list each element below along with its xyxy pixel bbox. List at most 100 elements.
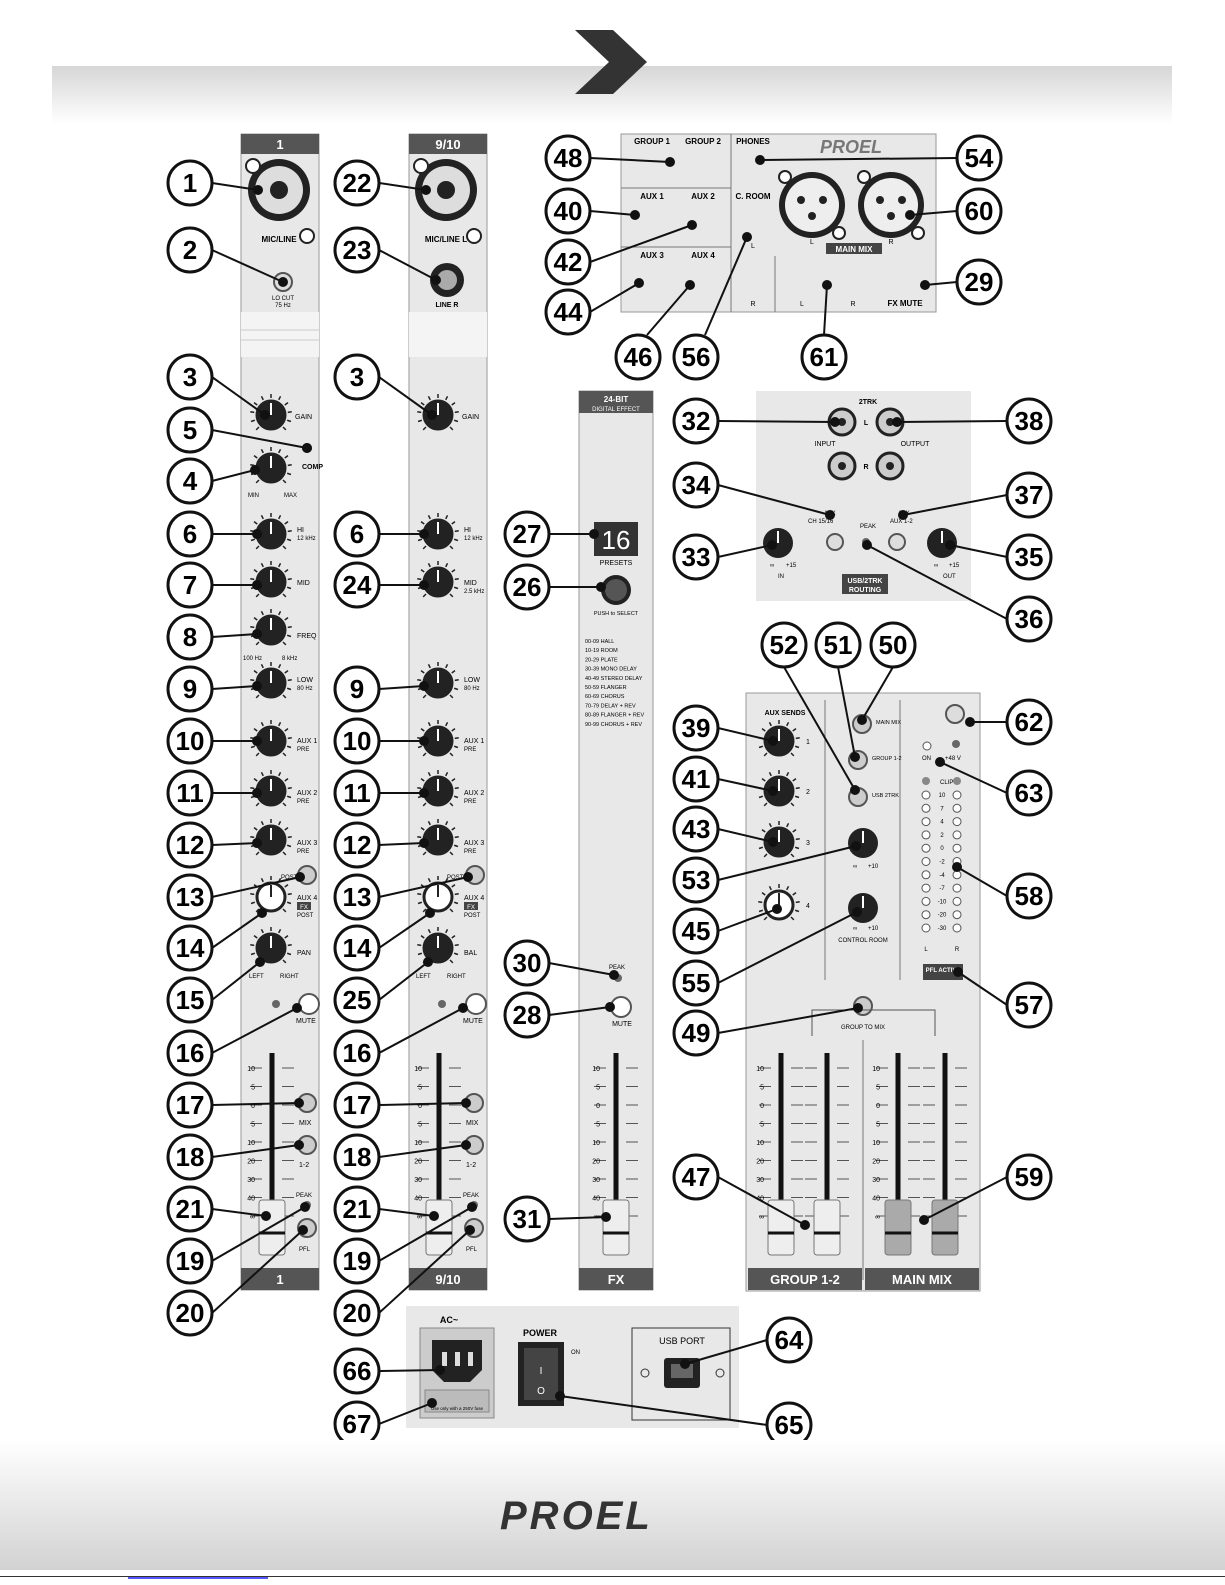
power-label: POWER [523, 1328, 558, 1338]
group-to-mix-button[interactable] [853, 996, 873, 1016]
svg-text:3: 3 [350, 362, 364, 392]
aux3-pre-2: PRE [464, 849, 476, 855]
meter-led-r [952, 790, 962, 800]
meter-scale-label: -30 [938, 926, 947, 932]
callout-51: 51 [814, 621, 862, 669]
aux4-fx: FX [300, 905, 308, 911]
switch-on-mark: I [540, 1366, 543, 1377]
svg-text:14: 14 [343, 933, 372, 963]
group-assign-button[interactable] [297, 1135, 317, 1155]
callout-5: 5 [166, 406, 214, 454]
usb2trk-btn-label: USB 2TRK [872, 793, 899, 799]
fader-scale-label: 5 [876, 1085, 880, 1092]
phones-plus: +10 [868, 864, 879, 870]
pfl-button[interactable] [297, 1218, 317, 1238]
croom-inf: ∞ [853, 926, 857, 932]
mix-to-aux12-button[interactable] [888, 533, 906, 551]
meter-l-label: L [924, 947, 928, 953]
group-2-fader[interactable] [805, 1053, 849, 1256]
phantom-on-led [922, 741, 932, 751]
channel-strip-mono: 1 MIC/LINE LO CUT 75 Hz GAIN COMP MIN MA… [240, 133, 323, 1291]
svg-text:62: 62 [1015, 707, 1044, 737]
aux3-post-button-2[interactable] [465, 865, 485, 885]
mix-assign-button[interactable] [297, 1093, 317, 1113]
gain-knob-2[interactable] [417, 394, 459, 431]
meter-led-r [952, 883, 962, 893]
mix-assign-button-2[interactable] [464, 1093, 484, 1113]
lo-cut-label: LO CUT [272, 296, 294, 302]
callout-38: 38 [1005, 397, 1053, 445]
mute-button[interactable] [298, 993, 320, 1015]
callout-42: 42 [544, 238, 592, 286]
aux-send-2-knob[interactable] [758, 770, 800, 807]
fader-scale-label: 40 [756, 1196, 764, 1203]
switch-off-mark: O [537, 1386, 545, 1397]
callout-30: 30 [503, 939, 551, 987]
group-to-mix-label: GROUP TO MIX [841, 1025, 885, 1031]
aux-send-3-knob[interactable] [758, 821, 800, 858]
fader-scale-label: 20 [247, 1159, 255, 1166]
pan-knob[interactable] [250, 927, 292, 964]
fader-scale-label: 10 [414, 1140, 422, 1147]
svg-text:15: 15 [176, 985, 205, 1015]
svg-text:22: 22 [343, 168, 372, 198]
callout-64: 64 [765, 1316, 813, 1364]
phones-usb2trk-button[interactable] [848, 787, 868, 807]
svg-text:50: 50 [879, 630, 908, 660]
callout-56: 56 [672, 333, 720, 381]
bal-knob[interactable] [417, 927, 459, 964]
low-freq: 80 Hz [297, 686, 313, 692]
meter-led-l [921, 857, 931, 866]
phantom-power-button[interactable] [945, 704, 965, 724]
comp-knob[interactable] [250, 447, 292, 484]
phantom-label: +48 V [945, 756, 961, 762]
aux1-knob[interactable] [250, 720, 292, 757]
svg-text:27: 27 [513, 519, 542, 549]
mute-button-2[interactable] [465, 993, 487, 1015]
aux4-label-2: AUX 4 [464, 895, 484, 902]
callout-21: 21 [166, 1185, 214, 1233]
main-r-label: R [888, 239, 893, 246]
phones-main-mix-button[interactable] [852, 714, 872, 734]
svg-text:26: 26 [513, 572, 542, 602]
phones-group12-button[interactable] [848, 750, 868, 770]
group-1-fader[interactable] [759, 1053, 803, 1256]
svg-text:9: 9 [350, 674, 364, 704]
main-mix-r-fader[interactable] [923, 1053, 967, 1256]
fader-scale-label: 10 [592, 1140, 600, 1147]
svg-text:59: 59 [1015, 1162, 1044, 1192]
preset-display-value: 16 [602, 525, 631, 555]
svg-text:66: 66 [343, 1356, 372, 1386]
usb-in-plus: +15 [786, 563, 797, 569]
callout-21: 21 [333, 1185, 381, 1233]
callout-19: 19 [333, 1237, 381, 1285]
mix-label-2: MIX [466, 1120, 479, 1127]
aux3-label: AUX 3 [297, 840, 317, 847]
main-mix-l-fader[interactable] [876, 1053, 920, 1256]
svg-text:57: 57 [1015, 990, 1044, 1020]
callout-54: 54 [955, 134, 1003, 182]
meter-led-r [952, 803, 962, 813]
aux4-label: AUX 4 [297, 895, 317, 902]
meter-scale-label: -7 [939, 886, 945, 892]
fx-mute-button[interactable] [610, 996, 632, 1018]
gain-knob[interactable] [250, 394, 292, 431]
footer-band [0, 1440, 1225, 1570]
svg-text:18: 18 [176, 1142, 205, 1172]
fader-scale-label: 0 [251, 1103, 255, 1110]
callout-58: 58 [1005, 872, 1053, 920]
group-assign-button-2[interactable] [464, 1135, 484, 1155]
aux-send-1-knob[interactable] [758, 720, 800, 757]
aux3-post-button[interactable] [297, 865, 317, 885]
callout-27: 27 [503, 510, 551, 558]
svg-text:38: 38 [1015, 406, 1044, 436]
ret-r-label: R [850, 301, 855, 308]
callout-8: 8 [166, 613, 214, 661]
callout-14: 14 [166, 924, 214, 972]
pfl-button-2[interactable] [464, 1218, 484, 1238]
hi-eq-knob-2[interactable] [417, 513, 459, 550]
fx-mute-label: MUTE [612, 1021, 632, 1028]
svg-text:21: 21 [176, 1194, 205, 1224]
meter-scale-label: 4 [940, 820, 944, 826]
mix-to-ch1516-button[interactable] [826, 533, 844, 551]
